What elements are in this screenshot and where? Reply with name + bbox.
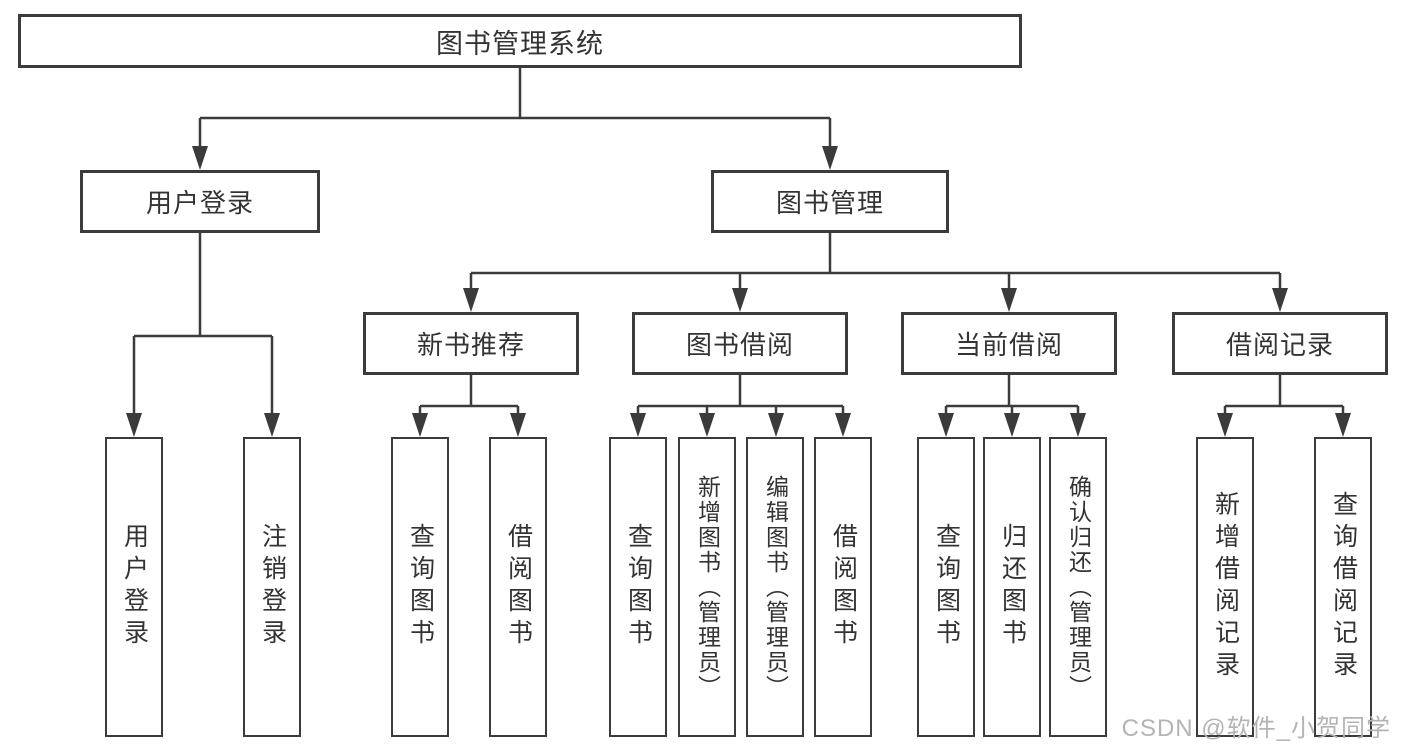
arrow-icon (412, 413, 428, 437)
arrow-icon (938, 413, 954, 437)
leaf-current-query-book: 查询图书 (917, 437, 975, 737)
arrow-icon (1001, 288, 1017, 312)
node-root: 图书管理系统 (18, 14, 1022, 68)
leaf-return-book: 归还图书 (983, 437, 1041, 737)
arrow-icon (699, 413, 715, 437)
leaf-user-login: 用户登录 (105, 437, 163, 737)
arrow-icon (768, 413, 784, 437)
arrow-icon (835, 413, 851, 437)
leaf-recommend-borrow-book: 借阅图书 (489, 437, 547, 737)
arrow-icon (1217, 413, 1233, 437)
node-book-management: 图书管理 (711, 170, 949, 233)
arrow-icon (510, 413, 526, 437)
leaf-logout: 注销登录 (243, 437, 301, 737)
arrow-icon (463, 288, 479, 312)
leaf-edit-book-admin: 编辑图书（管理员） (746, 437, 804, 737)
leaf-confirm-return-admin: 确认归还（管理员） (1049, 437, 1107, 737)
node-borrow-records: 借阅记录 (1172, 312, 1388, 375)
leaf-borrow-book: 借阅图书 (814, 437, 872, 737)
arrow-icon (630, 413, 646, 437)
leaf-recommend-query-book: 查询图书 (391, 437, 449, 737)
csdn-watermark: CSDN @软件_小贺同学 (1121, 715, 1391, 742)
leaf-add-borrow-record: 新增借阅记录 (1196, 437, 1254, 737)
connector-path (132, 68, 1345, 418)
arrow-icon (1272, 288, 1288, 312)
leaf-query-borrow-record: 查询借阅记录 (1314, 437, 1372, 737)
connector-strokes (132, 68, 1345, 418)
leaf-add-book-admin: 新增图书（管理员） (678, 437, 736, 737)
arrowheads (126, 146, 1351, 437)
arrow-icon (1070, 413, 1086, 437)
node-user-login: 用户登录 (80, 170, 320, 233)
arrow-icon (822, 146, 838, 170)
node-current-borrow: 当前借阅 (901, 312, 1117, 375)
arrow-icon (1004, 413, 1020, 437)
node-new-book-recommend: 新书推荐 (363, 312, 579, 375)
arrow-icon (192, 146, 208, 170)
arrow-icon (732, 288, 748, 312)
arrow-icon (1335, 413, 1351, 437)
arrow-icon (264, 413, 280, 437)
arrow-icon (126, 413, 142, 437)
node-book-borrow: 图书借阅 (632, 312, 848, 375)
leaf-borrow-query-book: 查询图书 (609, 437, 667, 737)
